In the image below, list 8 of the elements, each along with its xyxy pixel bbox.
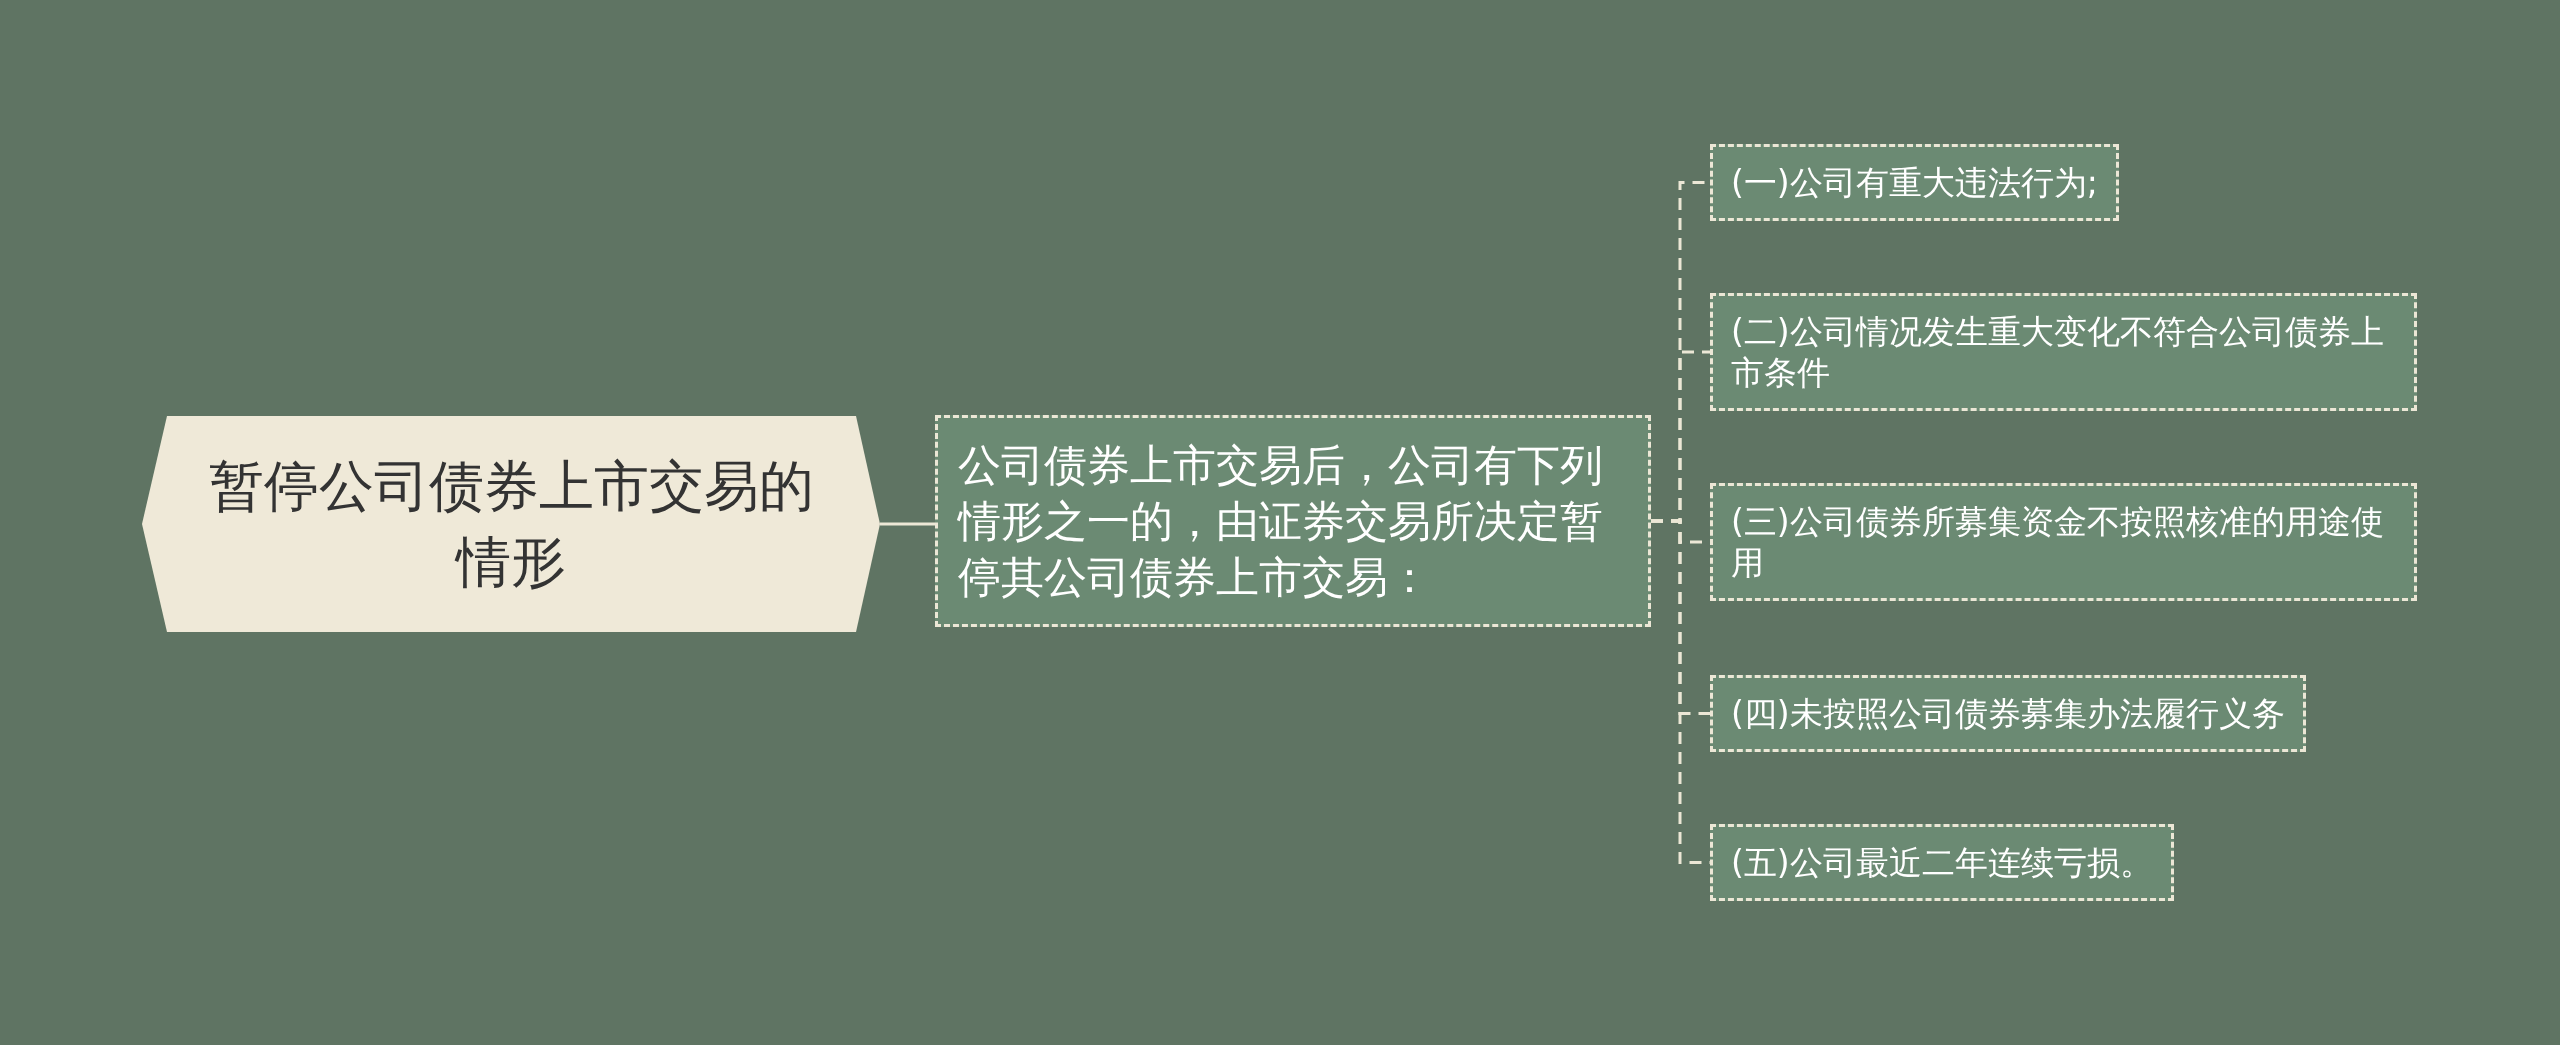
subtopic-box: (四)未按照公司债券募集办法履行义务 [1710,675,2306,752]
hexagon-node: 暂停公司债券上市交易的情形 [142,416,880,632]
subtopic-box: (三)公司债券所募集资金不按照核准的用途使用 [1710,483,2417,601]
subtopic-box: (一)公司有重大违法行为; [1710,144,2119,221]
subtopic-box: (五)公司最近二年连续亏损。 [1710,824,2174,901]
subtopic-box: (二)公司情况发生重大变化不符合公司债券上市条件 [1710,293,2417,411]
connector-line [880,522,935,526]
topic-box: 公司债券上市交易后，公司有下列情形之一的，由证券交易所决定暂停其公司债券上市交易： [935,415,1651,627]
